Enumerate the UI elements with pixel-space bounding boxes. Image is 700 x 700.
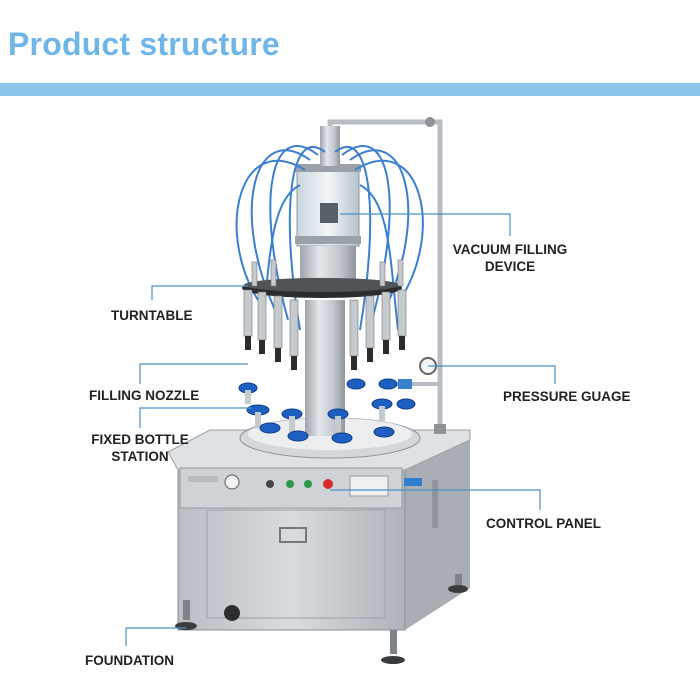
turntable-ring [242, 278, 402, 298]
title-band [0, 83, 700, 96]
turntable-base [239, 417, 421, 459]
leader-lines [125, 213, 556, 646]
fixed-bottle-stations [238, 378, 416, 444]
leader-gauge [428, 365, 556, 384]
label-control-panel: CONTROL PANEL [486, 516, 602, 531]
label-vacuum-line2: DEVICE [484, 259, 536, 274]
label-turntable: TURNTABLE [111, 308, 193, 323]
leader-foundation [125, 627, 186, 646]
label-foundation: FOUNDATION [85, 653, 174, 668]
label-pressure-gauge: PRESSURE GUAGE [503, 389, 631, 404]
leader-control [330, 489, 541, 510]
foundation-cabinet [167, 429, 471, 664]
leader-bottle [139, 407, 252, 428]
hoses [235, 145, 424, 331]
leader-vacuum [340, 213, 511, 236]
page-title: Product structure [8, 26, 280, 62]
pressure-gauge [395, 357, 440, 389]
label-vacuum-filling-device: VACUUM FILLING DEVICE [450, 241, 570, 275]
leader-turntable [151, 285, 248, 300]
label-filling-nozzle: FILLING NOZZLE [89, 388, 200, 403]
label-fixed-bottle-station: FIXED BOTTLE STATION [80, 431, 200, 465]
label-bottle-line2: STATION [111, 449, 169, 464]
vacuum-pipe [327, 117, 446, 434]
leader-nozzle [139, 363, 248, 384]
label-vacuum-line1: VACUUM FILLING [452, 242, 568, 257]
filling-nozzles [243, 259, 407, 357]
nozzle-tips [245, 336, 405, 370]
label-bottle-line1: FIXED BOTTLE [91, 432, 189, 447]
